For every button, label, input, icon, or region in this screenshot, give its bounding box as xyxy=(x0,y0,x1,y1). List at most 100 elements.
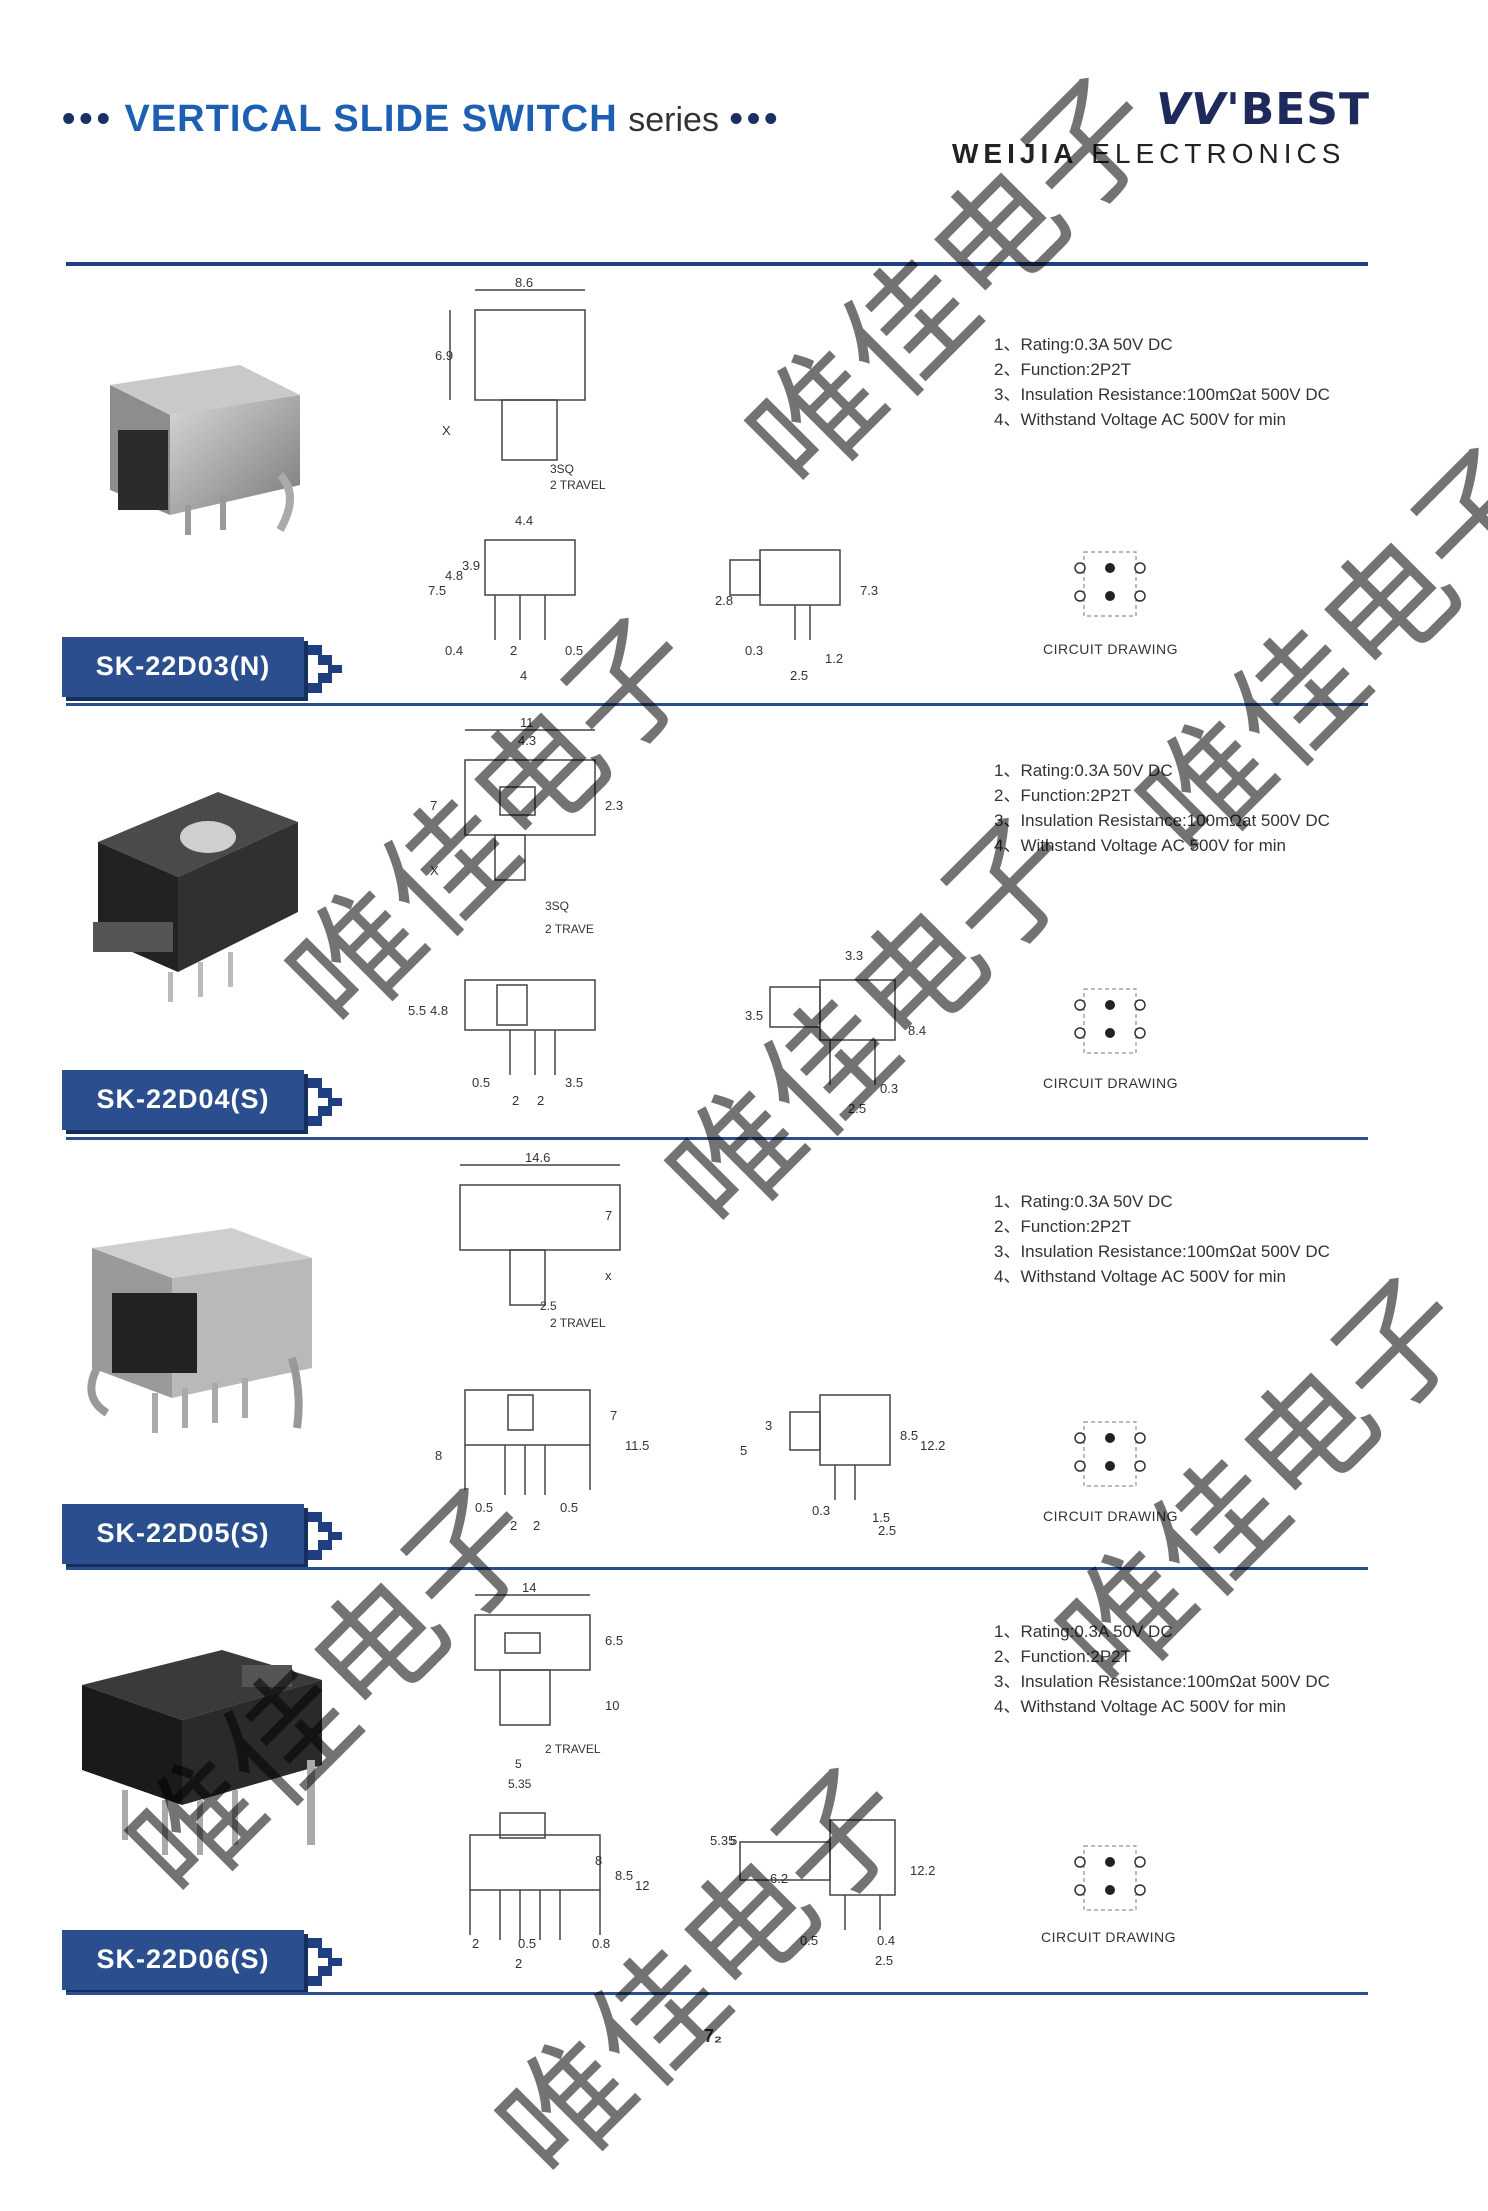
model-badge-sk22d04: SK-22D04(S) xyxy=(62,1070,342,1130)
dim-s5: 2.5 xyxy=(848,1101,866,1116)
dim-s1: 2.8 xyxy=(715,593,733,608)
dim-t1: 2.5 xyxy=(540,1299,557,1313)
dim-s4: 0.3 xyxy=(880,1081,898,1096)
dim-p3: 2 xyxy=(533,1518,540,1533)
dim-s2: 7.3 xyxy=(860,583,878,598)
dim-h2: 7 xyxy=(610,1408,617,1423)
dim-h3: 8.5 xyxy=(615,1868,633,1883)
dim-travel: 2 TRAVEL xyxy=(545,1742,601,1756)
dim-w: 11 xyxy=(520,715,534,730)
spec-item: 4、Withstand Voltage AC 500V for min xyxy=(994,1697,1286,1716)
dim-s3: 0.3 xyxy=(745,643,763,658)
product-photo-sk22d04 xyxy=(93,792,298,1002)
dim-s3: 8.5 xyxy=(900,1428,918,1443)
spec-list-sk22d05: 1、Rating:0.3A 50V DC 2、Function:2P2T 3、I… xyxy=(994,1189,1330,1289)
logo-sub-bold: WEIJIA xyxy=(952,138,1079,169)
dimension-drawing-sk22d03: 8.6 6.9 X 3SQ 2 TRAVEL 4.4 7.5 4.8 3.9 0… xyxy=(428,275,878,683)
dim-travel: 2 TRAVE xyxy=(545,922,594,936)
dim-p2: 2 xyxy=(510,643,517,658)
dim-s5: 0.3 xyxy=(812,1503,830,1518)
dim-x: X xyxy=(442,423,451,438)
brand-subtitle: WEIJIA ELECTRONICS xyxy=(952,138,1345,170)
dim-travel: 2 TRAVEL xyxy=(550,1316,606,1330)
circuit-drawing-sk22d03 xyxy=(1074,551,1146,617)
product-photo-sk22d03 xyxy=(110,365,300,535)
title-dots-left: ••• xyxy=(62,98,114,140)
dim-s6: 1.5 xyxy=(872,1510,890,1525)
dim-t2: 5.35 xyxy=(508,1777,532,1791)
dim-h4: 12 xyxy=(635,1878,649,1893)
spec-item: 2、Function:2P2T xyxy=(994,786,1132,805)
header-rule xyxy=(66,262,1368,266)
circuit-label: CIRCUIT DRAWING xyxy=(1043,1075,1179,1091)
dim-p4: 3.5 xyxy=(565,1075,583,1090)
model-badge-sk22d05: SK-22D05(S) xyxy=(62,1504,342,1564)
chevron-decor-icon xyxy=(308,1938,342,1986)
dim-p2: 2 xyxy=(512,1093,519,1108)
dim-s5: 0.5 xyxy=(800,1933,818,1948)
logo-word: BEST xyxy=(1240,84,1370,135)
dim-p3: 0.5 xyxy=(565,643,583,658)
spec-list-sk22d03: 1、Rating:0.3A 50V DC 2、Function:2P2T 3、I… xyxy=(994,332,1330,432)
spec-item: 4、Withstand Voltage AC 500V for min xyxy=(994,836,1286,855)
product-photo-sk22d05 xyxy=(87,1228,312,1433)
circuit-drawing-sk22d05 xyxy=(1074,1421,1146,1487)
dim-s1: 5.35 xyxy=(710,1833,735,1848)
page-title: ••• VERTICAL SLIDE SWITCH series ••• xyxy=(62,98,781,141)
chevron-decor-icon xyxy=(308,1512,342,1560)
spec-item: 3、Insulation Resistance:100mΩat 500V DC xyxy=(994,1242,1330,1261)
page-number: 7₂ xyxy=(704,2026,723,2046)
dim-s3: 8.4 xyxy=(908,1023,926,1038)
dim-p1: 0.5 xyxy=(475,1500,493,1515)
dimension-drawing-sk22d04: 11 4.3 7 2.3 X 3SQ 2 TRAVE 5.5 4.8 0.5 2… xyxy=(408,715,926,1116)
dim-sq: 3SQ xyxy=(545,899,569,913)
dim-w: 8.6 xyxy=(515,275,533,290)
dim-x: X xyxy=(430,863,439,878)
dim-w2: 4.3 xyxy=(518,733,536,748)
dim-h3: 3.9 xyxy=(462,558,480,573)
title-series: series xyxy=(628,101,719,139)
title-main: VERTICAL SLIDE SWITCH xyxy=(124,98,618,140)
dim-s2: 3.5 xyxy=(745,1008,763,1023)
spec-item: 3、Insulation Resistance:100mΩat 500V DC xyxy=(994,1672,1330,1691)
dim-p4: 0.5 xyxy=(560,1500,578,1515)
dim-h: 7 xyxy=(430,798,437,813)
spec-item: 4、Withstand Voltage AC 500V for min xyxy=(994,410,1286,429)
chevron-decor-icon xyxy=(308,645,342,693)
model-name: SK-22D04(S) xyxy=(96,1084,270,1114)
dim-s4: 1.2 xyxy=(825,651,843,666)
dim-travel: 2 TRAVEL xyxy=(550,478,606,492)
spec-item: 2、Function:2P2T xyxy=(994,1217,1132,1236)
spec-item: 3、Insulation Resistance:100mΩat 500V DC xyxy=(994,811,1330,830)
spec-item: 2、Function:2P2T xyxy=(994,1647,1132,1666)
dim-p2: 2 xyxy=(510,1518,517,1533)
dim-s1: 3.3 xyxy=(845,948,863,963)
model-badge-sk22d03: SK-22D03(N) xyxy=(62,637,342,697)
dim-h2: 2.3 xyxy=(605,798,623,813)
product-photo-sk22d06 xyxy=(82,1650,322,1855)
spec-item: 4、Withstand Voltage AC 500V for min xyxy=(994,1267,1286,1286)
model-name: SK-22D05(S) xyxy=(96,1518,270,1548)
spec-item: 1、Rating:0.3A 50V DC xyxy=(994,1192,1173,1211)
dim-p1: 0.5 xyxy=(472,1075,490,1090)
dim-h3: 11.5 xyxy=(625,1438,649,1453)
spec-list-sk22d04: 1、Rating:0.3A 50V DC 2、Function:2P2T 3、I… xyxy=(994,758,1330,858)
section-rule xyxy=(66,1137,1368,1140)
spec-item: 1、Rating:0.3A 50V DC xyxy=(994,335,1173,354)
dim-p1: 0.4 xyxy=(445,643,463,658)
dim-p3: 0.8 xyxy=(592,1936,610,1951)
dim-h1: 8 xyxy=(435,1448,442,1463)
model-badge-sk22d06: SK-22D06(S) xyxy=(62,1930,342,1990)
dim-sq: 3SQ xyxy=(550,462,574,476)
dim-p2: 0.5 xyxy=(518,1936,536,1951)
dim-p4: 4 xyxy=(520,668,527,683)
circuit-label: CIRCUIT DRAWING xyxy=(1041,1929,1177,1945)
spec-item: 3、Insulation Resistance:100mΩat 500V DC xyxy=(994,385,1330,404)
model-name: SK-22D06(S) xyxy=(96,1944,270,1974)
model-name: SK-22D03(N) xyxy=(95,651,271,681)
dim-p3: 2 xyxy=(537,1093,544,1108)
dim-x: x xyxy=(605,1268,612,1283)
dim-s6: 0.4 xyxy=(877,1933,895,1948)
dim-h2: 4.8 xyxy=(445,568,463,583)
circuit-label: CIRCUIT DRAWING xyxy=(1043,641,1179,657)
